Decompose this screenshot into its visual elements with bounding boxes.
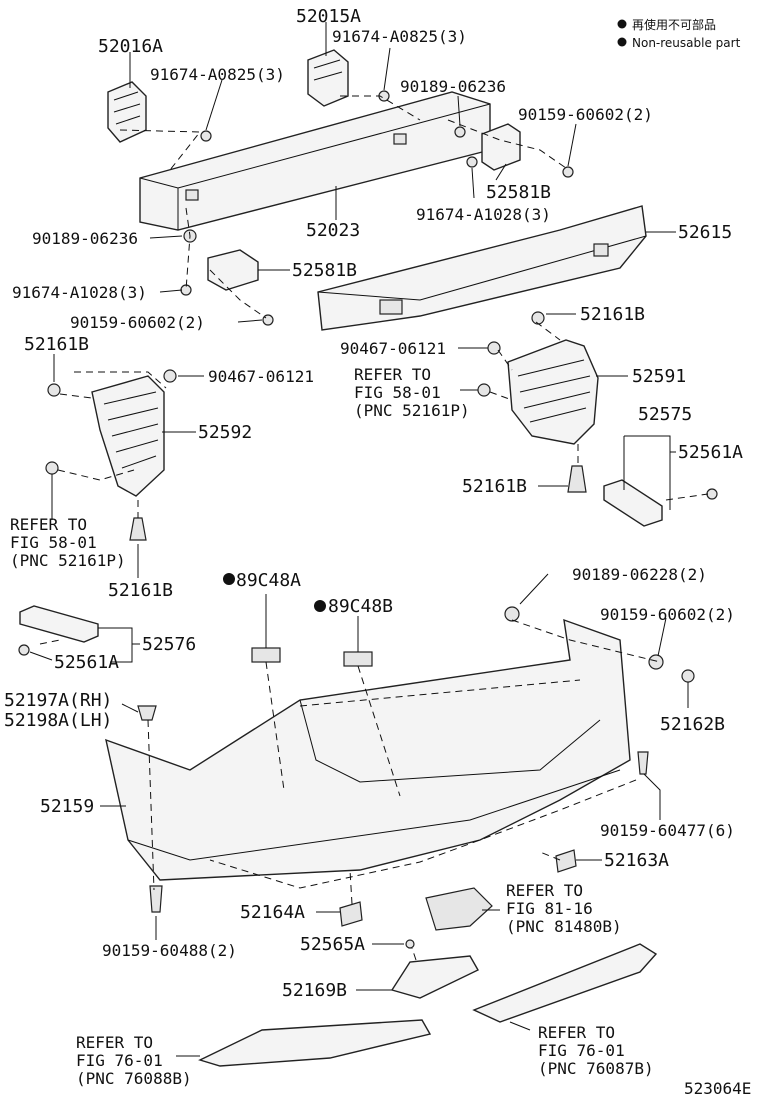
cap-52164A-shape — [339, 901, 363, 927]
assembly-dashed-lines — [39, 95, 709, 961]
label-52575: 52575 — [638, 404, 692, 425]
svg-text:REFER TO: REFER TO — [76, 1033, 153, 1052]
label-52015A: 52015A — [296, 6, 361, 27]
retainer-52591-shape — [507, 339, 599, 445]
label-90189-06236-top: 90189-06236 — [400, 77, 506, 96]
legend-bullet-icon — [617, 19, 627, 29]
label-52591: 52591 — [632, 366, 686, 387]
svg-text:REFER TO: REFER TO — [10, 515, 87, 534]
label-90159-60488: 90159-60488(2) — [102, 941, 237, 960]
absorber-52581B-left-shape — [207, 249, 259, 291]
label-52016A: 52016A — [98, 36, 163, 57]
label-90467-06121-mid: 90467-06121 — [340, 339, 446, 358]
label-52581B-top: 52581B — [486, 182, 551, 203]
label-52576: 52576 — [142, 634, 196, 655]
label-90159-60602-left: 90159-60602(2) — [70, 313, 205, 332]
label-90159-60602-mid: 90159-60602(2) — [600, 605, 735, 624]
reflector-81480B-shape — [425, 887, 493, 931]
label-52162B: 52162B — [660, 714, 725, 735]
svg-text:(PNC 76088B): (PNC 76088B) — [76, 1069, 192, 1088]
garnish-76088B-shape — [198, 1019, 432, 1067]
label-90467-06121-left: 90467-06121 — [208, 367, 314, 386]
bolt-icons — [180, 90, 574, 326]
label-91674-A0825-top: 91674-A0825(3) — [332, 27, 467, 46]
refer-note-76-01-right: REFER TO FIG 76-01 (PNC 76087B) — [538, 1023, 654, 1078]
label-52198A-lh: 52198A(LH) — [4, 710, 112, 731]
svg-text:FIG 76-01: FIG 76-01 — [76, 1051, 163, 1070]
label-52561A-right: 52561A — [678, 442, 743, 463]
label-52161B-bottom: 52161B — [108, 580, 173, 601]
svg-text:REFER TO: REFER TO — [506, 881, 583, 900]
cap-52163A-shape — [555, 849, 577, 873]
bracket-52575-shape — [603, 479, 663, 527]
legend: 再使用不可部品 Non-reusable part — [617, 17, 741, 50]
label-52592: 52592 — [198, 422, 252, 443]
absorber-52581B-top-shape — [481, 123, 521, 171]
label-89C48A: 89C48A — [236, 570, 301, 591]
non-reusable-marker-icon — [314, 600, 326, 612]
label-90159-60477: 90159-60477(6) — [600, 821, 735, 840]
label-52169B: 52169B — [282, 980, 347, 1001]
label-89C48B: 89C48B — [328, 596, 393, 617]
label-91674-A0825-left: 91674-A0825(3) — [150, 65, 285, 84]
svg-text:REFER TO: REFER TO — [538, 1023, 615, 1042]
legend-bullet-icon — [617, 37, 627, 47]
label-91674-A1028-right: 91674-A1028(3) — [416, 205, 551, 224]
part-shapes — [18, 49, 718, 1067]
cover-52615-shape — [317, 205, 647, 331]
refer-note-76-01-left: REFER TO FIG 76-01 (PNC 76088B) — [76, 1033, 192, 1088]
diagram-code: 523064E — [684, 1079, 751, 1098]
sensor-bracket-89C48B-shape — [343, 651, 373, 667]
bracket-52016A-shape — [107, 81, 147, 143]
label-52159: 52159 — [40, 796, 94, 817]
label-52615: 52615 — [678, 222, 732, 243]
label-52164A: 52164A — [240, 902, 305, 923]
label-52565A: 52565A — [300, 934, 365, 955]
label-52163A: 52163A — [604, 850, 669, 871]
refer-note-58-01-mid: REFER TO FIG 58-01 (PNC 52161P) — [354, 365, 470, 420]
label-52161B-top-left: 52161B — [24, 334, 89, 355]
bracket-52169B-shape — [390, 955, 479, 999]
svg-text:REFER TO: REFER TO — [354, 365, 431, 384]
svg-text:(PNC 52161P): (PNC 52161P) — [354, 401, 470, 420]
bracket-52576-shape — [19, 605, 99, 643]
label-52581B-left: 52581B — [292, 260, 357, 281]
label-90189-06228: 90189-06228(2) — [572, 565, 707, 584]
refer-note-58-01-left: REFER TO FIG 58-01 (PNC 52161P) — [10, 515, 126, 570]
label-52161B-mid: 52161B — [462, 476, 527, 497]
svg-text:FIG 58-01: FIG 58-01 — [10, 533, 97, 552]
garnish-76087B-shape — [472, 943, 658, 1023]
label-52561A-left: 52561A — [54, 652, 119, 673]
label-52023: 52023 — [306, 220, 360, 241]
legend-text-jp: 再使用不可部品 — [632, 17, 716, 32]
svg-text:FIG 58-01: FIG 58-01 — [354, 383, 441, 402]
label-91674-A1028-left: 91674-A1028(3) — [12, 283, 147, 302]
svg-text:(PNC 52161P): (PNC 52161P) — [10, 551, 126, 570]
leader-lines — [29, 22, 689, 1057]
legend-text-en: Non-reusable part — [632, 36, 741, 50]
retainer-52592-shape — [91, 375, 165, 497]
svg-text:(PNC 76087B): (PNC 76087B) — [538, 1059, 654, 1078]
svg-text:FIG 76-01: FIG 76-01 — [538, 1041, 625, 1060]
svg-text:FIG 81-16: FIG 81-16 — [506, 899, 593, 918]
refer-note-81-16: REFER TO FIG 81-16 (PNC 81480B) — [506, 881, 622, 936]
part-labels: 52015A 52016A 91674-A0825(3) 91674-A0825… — [4, 6, 751, 1098]
label-90159-60602-top: 90159-60602(2) — [518, 105, 653, 124]
non-reusable-marker-icon — [223, 573, 235, 585]
label-52197A-rh: 52197A(RH) — [4, 690, 112, 711]
reference-notes: REFER TO FIG 58-01 (PNC 52161P) REFER TO… — [10, 365, 654, 1088]
bracket-52015A-shape — [307, 49, 349, 107]
label-52161B-top-right: 52161B — [580, 304, 645, 325]
label-90189-06236-left: 90189-06236 — [32, 229, 138, 248]
svg-text:(PNC 81480B): (PNC 81480B) — [506, 917, 622, 936]
sensor-bracket-89C48A-shape — [251, 647, 281, 663]
